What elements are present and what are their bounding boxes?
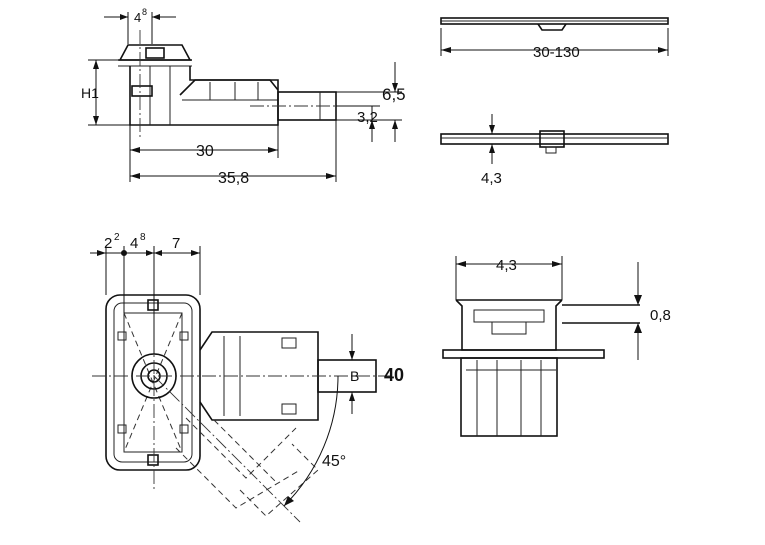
side-view-drain [118, 30, 340, 140]
dim-30: 30 [196, 143, 214, 160]
dim-4-3-bottom: 4,3 [496, 257, 517, 274]
dim-2: 2 [104, 235, 112, 252]
drain-front-view [442, 299, 640, 437]
dim-b-label: B [350, 368, 359, 384]
dim-0-8: 0,8 [650, 307, 671, 324]
dim-2-sup: 2 [114, 232, 120, 243]
dim-45-deg: 45° [322, 453, 346, 470]
dim-40: 40 [384, 365, 404, 385]
side-view-dimensions: 4 8 H1 6,5 3,2 30 35,8 [81, 7, 406, 187]
dim-4-top-sup: 8 [142, 7, 147, 17]
channel-top-view: 30-130 [440, 17, 669, 61]
drain-body-plan-dimensions: 2 2 4 8 7 B 40 45° [90, 232, 404, 507]
dim-4-top: 4 [134, 10, 141, 25]
dim-4: 4 [130, 235, 138, 252]
dim-4-3-top: 4,3 [481, 170, 502, 187]
dim-4-sup: 8 [140, 232, 146, 243]
dim-30-130: 30-130 [533, 44, 580, 61]
channel-side-view: 4,3 [440, 114, 669, 187]
dim-7: 7 [172, 235, 180, 252]
dim-35-8: 35,8 [218, 170, 249, 187]
drain-front-dimensions: 4,3 0,8 [455, 256, 671, 360]
dim-6-5: 6,5 [382, 85, 406, 104]
dim-h1: H1 [81, 85, 99, 101]
dim-3-2: 3,2 [357, 109, 378, 126]
